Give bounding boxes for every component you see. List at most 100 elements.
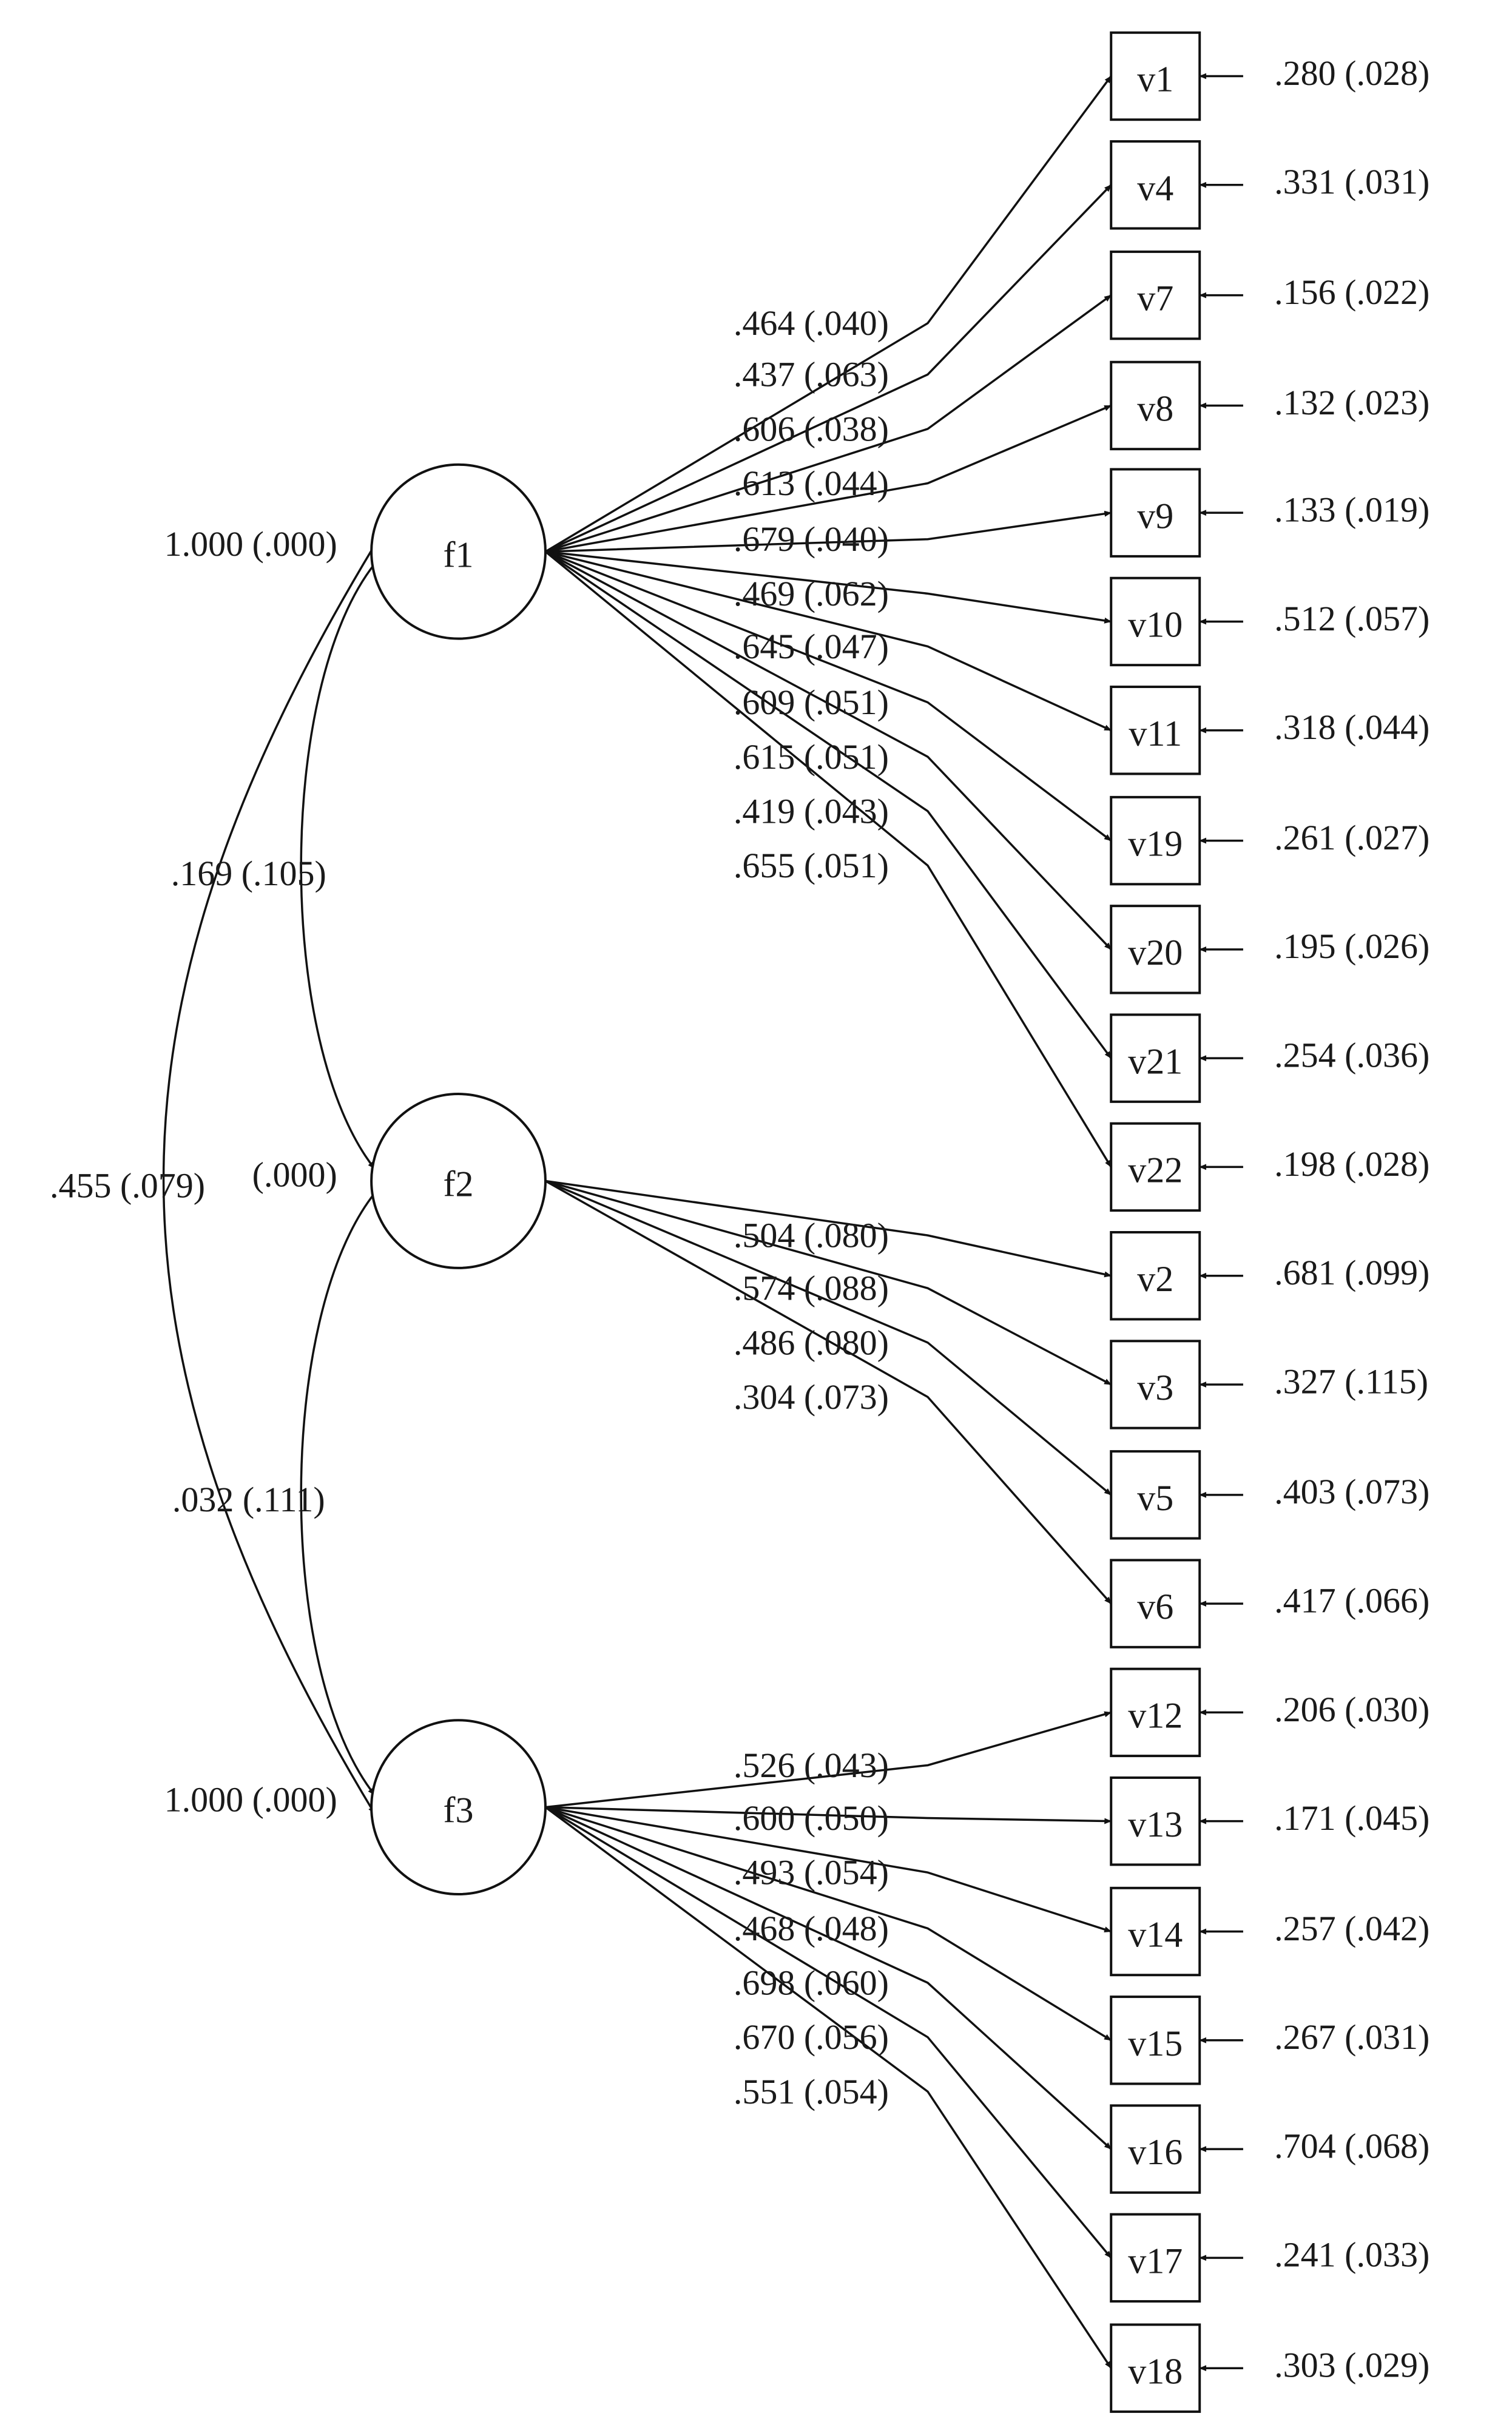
diagram-labels: v1 .464 (.040) .280 (.028) v4 .437 (.063) .33… — [50, 53, 1429, 2391]
factor-label-f1: f1 — [444, 535, 474, 575]
loading-path-v5 — [545, 1179, 1112, 1496]
loading-path-v15 — [545, 1806, 1112, 2042]
factor-variance-f1: 1.000 (.000) — [164, 524, 337, 564]
error-label-v21: .254 (.036) — [1274, 1036, 1429, 1075]
indicator-label-v8: v8 — [1137, 389, 1173, 429]
error-label-v13: .171 (.045) — [1274, 1798, 1429, 1838]
factor-variance-f2: (.000) — [252, 1155, 337, 1195]
loading-path-v1 — [545, 75, 1112, 553]
indicator-box-v16 — [1110, 2104, 1201, 2194]
error-label-v15: .267 (.031) — [1274, 2017, 1429, 2057]
indicator-box-v17 — [1110, 2213, 1201, 2303]
indicator-label-v4: v4 — [1137, 168, 1173, 208]
covariance-arc-f1-f3 — [162, 538, 381, 1814]
loading-label-v14: .493 (.054) — [734, 1853, 889, 1892]
error-label-v5: .403 (.073) — [1274, 1472, 1429, 1511]
factor-circle-f2 — [370, 1093, 547, 1269]
indicator-box-v10 — [1110, 576, 1201, 667]
indicator-box-v1 — [1110, 31, 1201, 121]
indicator-box-v20 — [1110, 905, 1201, 994]
loading-path-v22 — [544, 550, 1112, 1168]
error-label-v11: .318 (.044) — [1274, 707, 1429, 747]
error-label-v16: .704 (.068) — [1274, 2126, 1429, 2165]
loading-path-v17 — [545, 1806, 1112, 2259]
error-label-v19: .261 (.027) — [1274, 818, 1429, 857]
error-label-v3: .327 (.115) — [1274, 1361, 1428, 1401]
indicator-box-v13 — [1110, 1776, 1201, 1866]
loading-path-v6 — [545, 1179, 1112, 1605]
indicator-box-v18 — [1110, 2323, 1201, 2413]
loading-label-v15: .468 (.048) — [734, 1909, 889, 1948]
indicator-box-v19 — [1110, 795, 1201, 886]
loading-label-v6: .304 (.073) — [734, 1377, 889, 1417]
indicator-label-v7: v7 — [1137, 278, 1173, 319]
error-label-v12: .206 (.030) — [1274, 1690, 1429, 1729]
indicator-box-v14 — [1110, 1886, 1201, 1977]
covariance-label-f1-f2: .169 (.105) — [171, 854, 326, 893]
error-label-v4: .331 (.031) — [1274, 162, 1429, 201]
loading-label-v4: .437 (.063) — [734, 355, 889, 394]
loading-path-v4 — [545, 184, 1112, 553]
covariance-arc-f1-f2 — [300, 556, 381, 1170]
indicator-label-v6: v6 — [1137, 1587, 1173, 1627]
factor-circle-f3 — [370, 1719, 547, 1896]
indicator-label-v12: v12 — [1128, 1696, 1183, 1736]
indicator-box-v3 — [1110, 1340, 1201, 1429]
error-label-v17: .241 (.033) — [1274, 2235, 1429, 2275]
error-label-v1: .280 (.028) — [1274, 53, 1429, 93]
indicator-box-v15 — [1110, 1996, 1201, 2085]
indicator-box-v2 — [1110, 1230, 1201, 1321]
loading-label-v16: .698 (.060) — [734, 1963, 889, 2003]
indicator-label-v15: v15 — [1128, 2023, 1183, 2063]
indicator-box-v12 — [1110, 1667, 1201, 1758]
error-label-v14: .257 (.042) — [1274, 1909, 1429, 1948]
error-label-v10: .512 (.057) — [1274, 599, 1429, 638]
loading-path-v21 — [544, 550, 1112, 1059]
indicator-label-v11: v11 — [1129, 714, 1182, 754]
error-label-v2: .681 (.099) — [1274, 1253, 1429, 1292]
indicator-box-v8 — [1110, 360, 1201, 451]
loading-path-v3 — [545, 1179, 1112, 1386]
loading-label-v8: .613 (.044) — [734, 464, 889, 503]
indicator-label-v20: v20 — [1128, 933, 1183, 973]
indicator-label-v21: v21 — [1128, 1041, 1183, 1081]
loading-path-v2 — [545, 1179, 1112, 1278]
indicator-box-v21 — [1110, 1013, 1201, 1103]
loading-path-v14 — [545, 1806, 1112, 1933]
path-lines — [162, 73, 1243, 2372]
error-label-v9: .133 (.019) — [1274, 490, 1429, 530]
error-label-v7: .156 (.022) — [1274, 272, 1429, 312]
indicator-label-v22: v22 — [1128, 1150, 1183, 1190]
indicator-label-v16: v16 — [1128, 2132, 1183, 2172]
loading-label-v5: .486 (.080) — [734, 1323, 889, 1362]
indicator-label-v17: v17 — [1128, 2241, 1183, 2281]
loading-label-v17: .670 (.056) — [734, 2017, 889, 2057]
covariance-arc-f2-f3 — [300, 1186, 381, 1796]
indicator-label-v19: v19 — [1128, 824, 1183, 864]
loading-path-v9 — [545, 510, 1112, 553]
error-label-v20: .195 (.026) — [1274, 926, 1429, 966]
indicator-label-v13: v13 — [1128, 1804, 1183, 1844]
factor-circle-f1 — [370, 463, 547, 640]
loading-label-v3: .574 (.088) — [734, 1269, 889, 1308]
loading-path-v10 — [545, 550, 1112, 624]
loading-path-v12 — [545, 1711, 1112, 1809]
indicator-box-v5 — [1110, 1450, 1201, 1540]
loading-label-v2: .504 (.080) — [734, 1216, 889, 1255]
indicator-label-v2: v2 — [1137, 1259, 1173, 1299]
factor-label-f3: f3 — [444, 1790, 474, 1830]
indicator-label-v10: v10 — [1128, 605, 1183, 645]
indicator-box-v6 — [1110, 1559, 1201, 1648]
loading-label-v11: .645 (.047) — [734, 627, 889, 666]
loading-path-v20 — [545, 550, 1112, 951]
loading-label-v1: .464 (.040) — [734, 303, 889, 343]
loading-label-v10: .469 (.062) — [734, 574, 889, 613]
error-label-v22: .198 (.028) — [1274, 1144, 1429, 1184]
indicator-label-v1: v1 — [1137, 59, 1173, 100]
loading-path-v13 — [545, 1806, 1112, 1824]
indicator-label-v5: v5 — [1137, 1478, 1173, 1518]
loading-path-v8 — [545, 404, 1112, 553]
indicator-label-v3: v3 — [1137, 1368, 1173, 1408]
indicator-box-v22 — [1110, 1122, 1201, 1212]
